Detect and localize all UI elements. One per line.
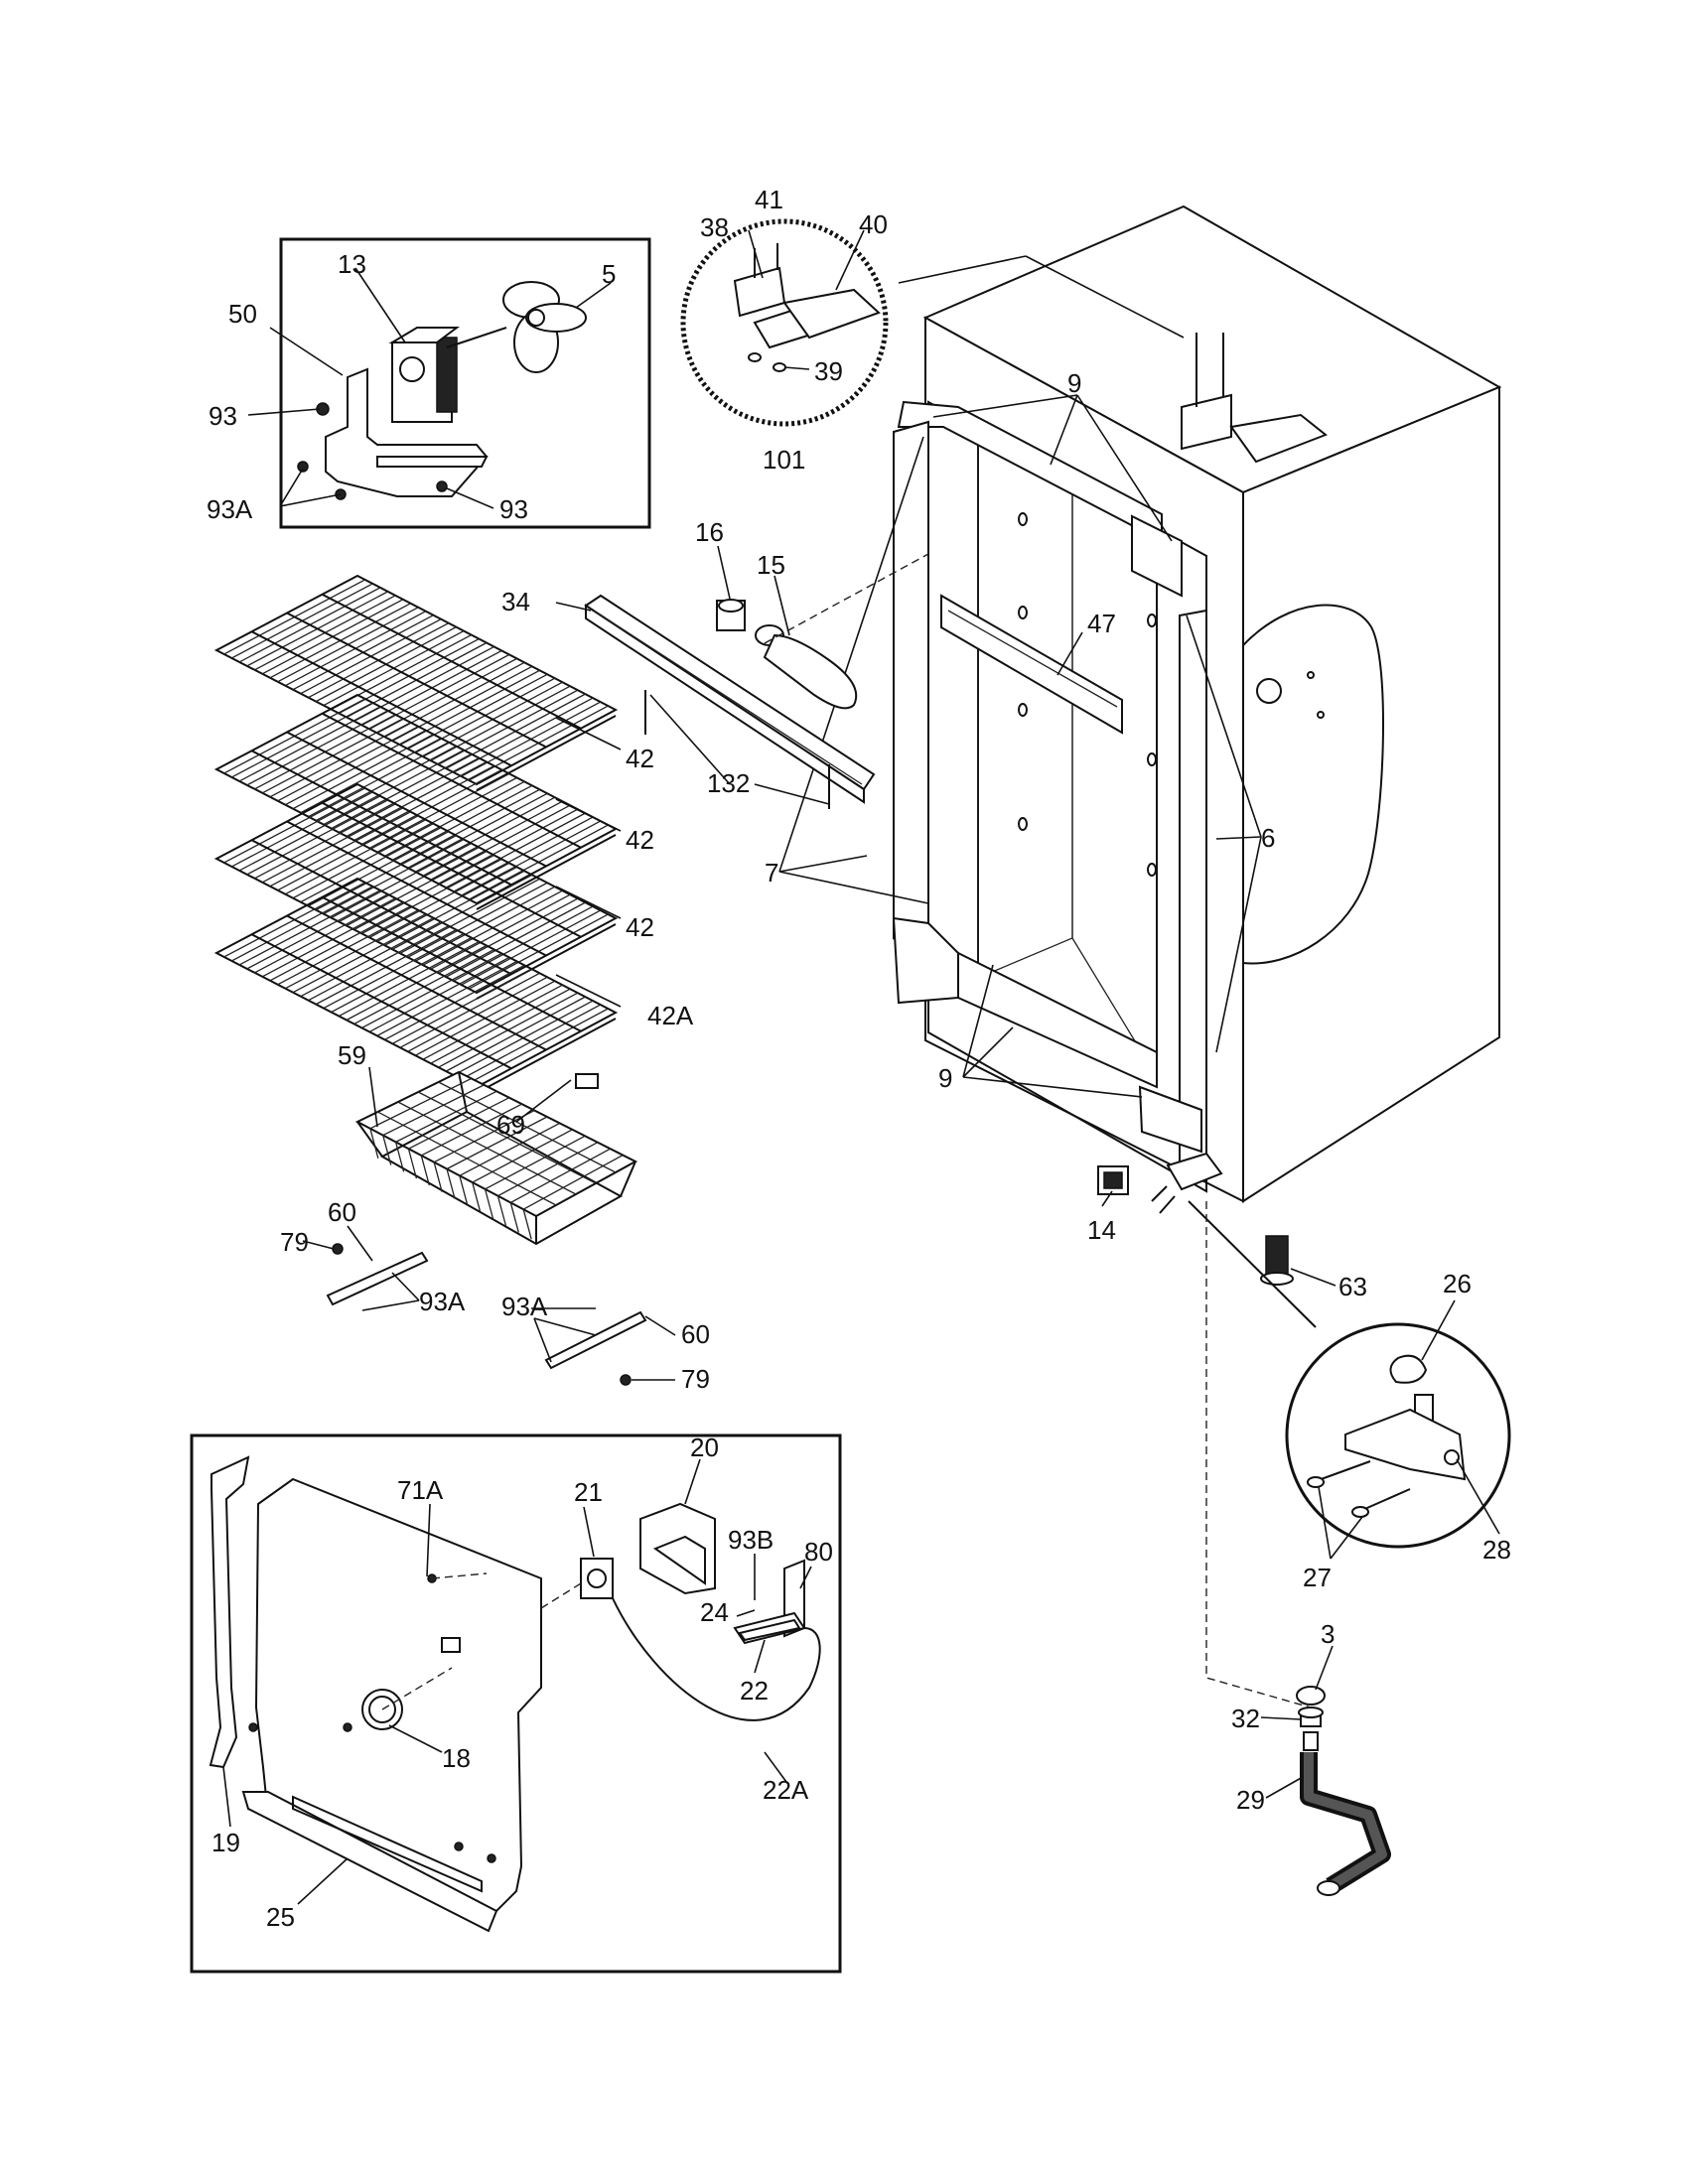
label-20: 20: [690, 1433, 719, 1462]
duct-and-light: [555, 545, 929, 809]
label-47: 47: [1087, 609, 1116, 638]
label-6: 6: [1261, 823, 1275, 853]
label-18: 18: [442, 1743, 471, 1773]
leader-lines: [778, 255, 1336, 1708]
cabinet: [892, 205, 1502, 1286]
label-93B: 93B: [728, 1525, 774, 1555]
label-71A: 71A: [397, 1475, 444, 1505]
wire-shelf: [213, 693, 622, 910]
label-39: 39: [814, 356, 843, 386]
label-28: 28: [1482, 1535, 1511, 1565]
label-93A-2: 93A: [419, 1287, 466, 1316]
wire-shelf: [213, 782, 622, 1000]
wire-shelf: [213, 574, 622, 791]
label-59: 59: [338, 1040, 366, 1070]
label-25: 25: [266, 1902, 295, 1932]
label-42-3: 42: [626, 912, 654, 942]
label-38: 38: [700, 212, 729, 242]
label-15: 15: [757, 550, 785, 580]
label-42-2: 42: [626, 825, 654, 855]
fan-motor-box: [247, 237, 651, 529]
label-132: 132: [707, 768, 750, 798]
label-42-1: 42: [626, 744, 654, 773]
label-79-1: 79: [280, 1227, 309, 1257]
grille-box: [190, 1433, 842, 1974]
label-40: 40: [859, 209, 888, 239]
label-41: 41: [755, 185, 783, 214]
label-3: 3: [1321, 1619, 1335, 1649]
label-80: 80: [804, 1537, 833, 1567]
wire-shelves: [213, 574, 622, 1094]
label-69: 69: [496, 1110, 525, 1140]
label-63: 63: [1338, 1272, 1367, 1301]
label-29: 29: [1236, 1785, 1265, 1815]
drain-parts: [1260, 1645, 1391, 1896]
label-26: 26: [1443, 1269, 1472, 1298]
part-labels: 3 5 6 7 9 9 13 14 15 16 18 19 20 21 22 2…: [207, 185, 1511, 1932]
label-24: 24: [700, 1597, 729, 1627]
label-14: 14: [1087, 1215, 1116, 1245]
label-16: 16: [695, 517, 724, 547]
label-27: 27: [1303, 1563, 1332, 1592]
label-93-2: 93: [499, 494, 528, 524]
basket: [302, 1066, 676, 1386]
top-hinge-detail: [680, 218, 889, 427]
label-34: 34: [501, 587, 530, 616]
label-9-top: 9: [1067, 368, 1081, 398]
label-13: 13: [338, 249, 366, 279]
label-42A: 42A: [647, 1001, 694, 1030]
label-93A-1: 93A: [207, 494, 253, 524]
label-7: 7: [765, 858, 778, 887]
label-22A: 22A: [763, 1775, 809, 1805]
wire-shelf: [213, 877, 622, 1094]
label-93-1: 93: [209, 401, 237, 431]
label-60-2: 60: [681, 1319, 710, 1349]
label-101: 101: [763, 445, 805, 475]
label-60-1: 60: [328, 1197, 356, 1227]
bottom-hinge-detail: [1285, 1299, 1511, 1560]
label-5: 5: [602, 259, 616, 289]
label-32: 32: [1231, 1704, 1260, 1733]
label-79-2: 79: [681, 1364, 710, 1394]
label-9-bottom: 9: [938, 1063, 952, 1093]
label-19: 19: [211, 1828, 240, 1857]
label-50: 50: [228, 299, 257, 329]
label-93A-3: 93A: [501, 1292, 548, 1321]
label-22: 22: [740, 1676, 769, 1706]
label-21: 21: [574, 1477, 603, 1507]
